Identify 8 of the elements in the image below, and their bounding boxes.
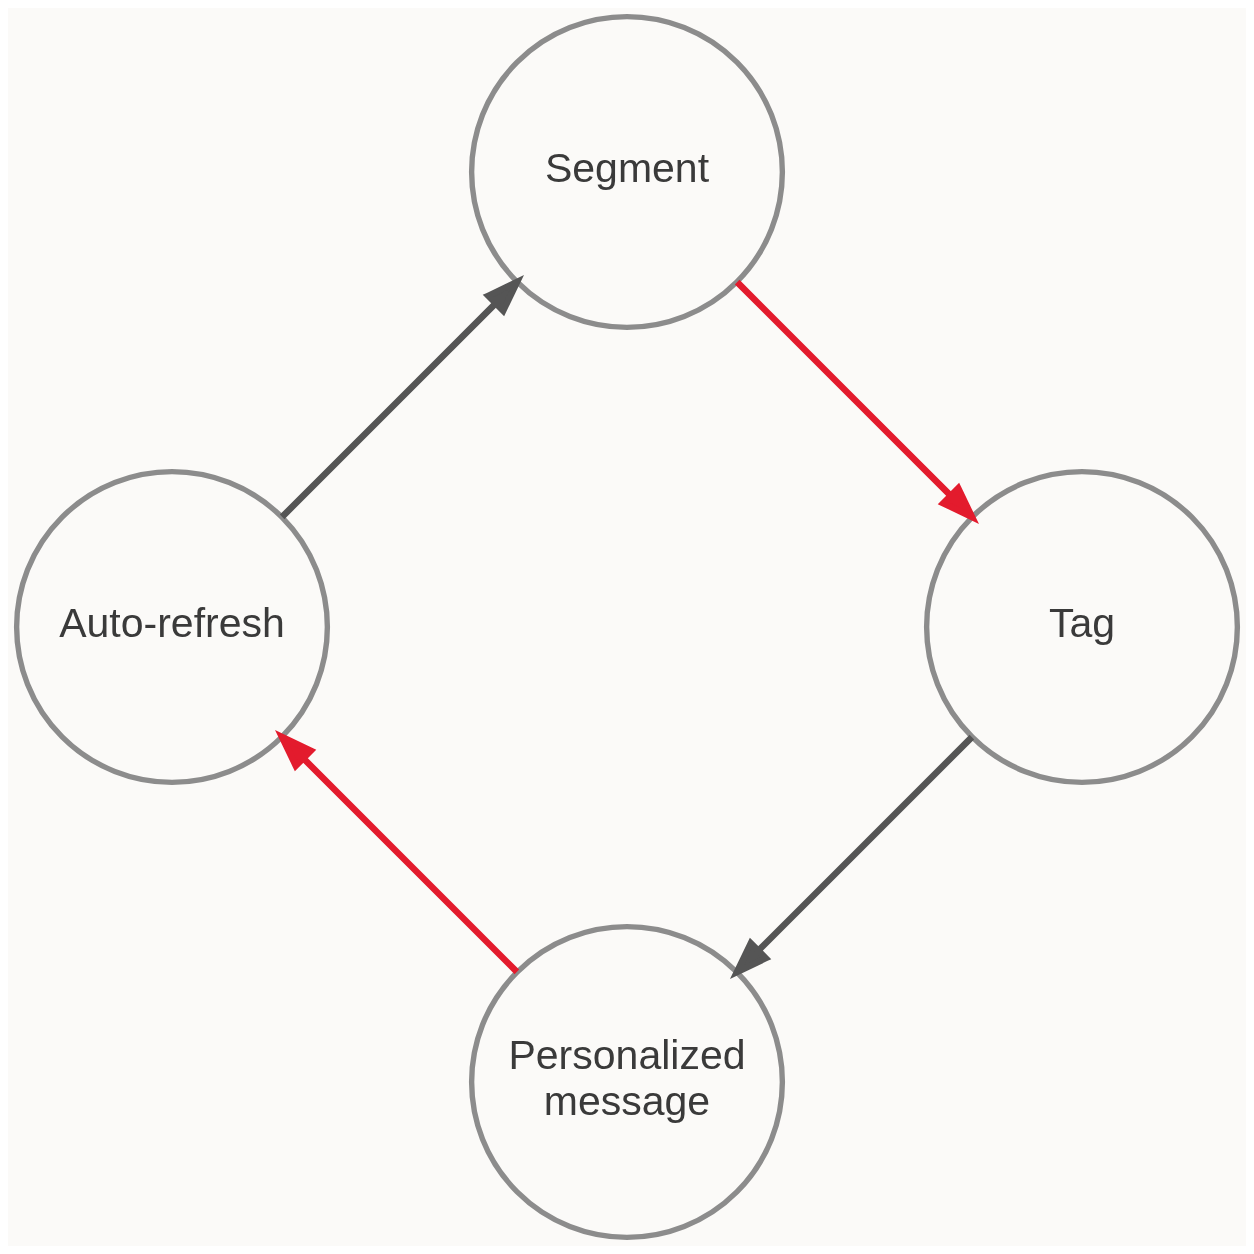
node-circle: Personalized message: [468, 923, 786, 1241]
node-circle: Tag: [923, 468, 1241, 786]
arrow: [734, 279, 979, 525]
node-circle: Auto-refresh: [13, 468, 331, 786]
arrow: [279, 275, 524, 520]
arrow: [275, 730, 520, 975]
arrow: [729, 734, 975, 979]
node-circle: Segment: [468, 13, 786, 331]
